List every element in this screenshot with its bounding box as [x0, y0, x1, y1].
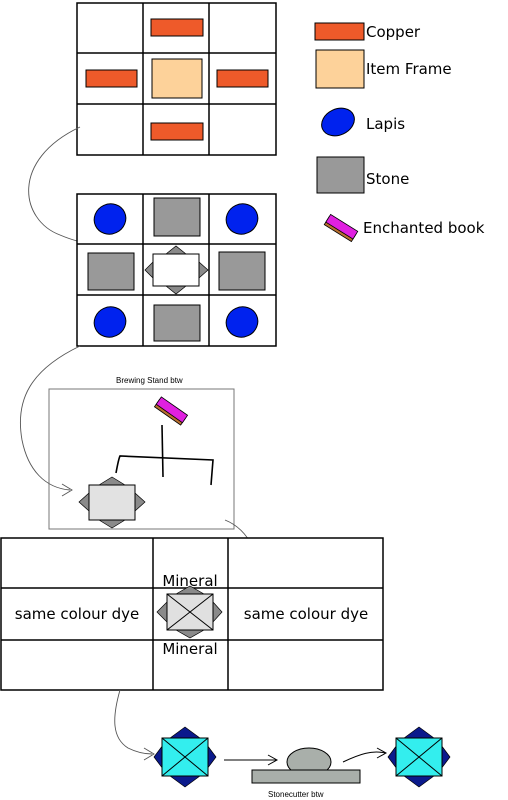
cyan-frame-item-input: [153, 726, 217, 788]
cyan-frame-item-output: [387, 726, 451, 788]
stone-swatch: [316, 156, 365, 194]
legend-stone-label: Stone: [366, 170, 409, 188]
stone-block: [87, 252, 135, 291]
lapis-gem: [225, 306, 259, 338]
enchanted-book: [153, 396, 189, 426]
item-frame: [151, 58, 203, 99]
lapis-gem: [93, 306, 127, 338]
grid-intermediate-recipe: [76, 193, 277, 347]
legend-lapis-label: Lapis: [366, 115, 405, 133]
legend-copper-label: Copper: [366, 23, 421, 41]
frame-item: [144, 245, 209, 295]
grid-dye-recipe: Mineral Mineral same colour dye same col…: [0, 537, 384, 691]
curve-arrow-2: [19, 345, 81, 491]
copper-ingot: [216, 69, 269, 88]
arrow-to-output: [342, 751, 386, 763]
enchanted-book-swatch: [323, 213, 359, 243]
stonecutter-row: Stonecutter btw: [153, 726, 451, 799]
legend-item-frame-label: Item Frame: [366, 60, 452, 78]
stonecutter-block: [251, 747, 361, 784]
stone-block: [218, 251, 266, 291]
grid-item-frame-recipe: [76, 2, 277, 156]
mineral-bottom-label: Mineral: [162, 640, 217, 658]
lapis-gem: [93, 203, 127, 235]
copper-ingot: [150, 18, 204, 37]
curve-arrow-4: [114, 689, 153, 755]
dye-right-label: same colour dye: [244, 605, 368, 623]
item-frame-swatch: [315, 49, 365, 89]
legend-enchanted-book-label: Enchanted book: [363, 219, 485, 237]
copper-ingot: [150, 122, 204, 141]
resulting-frame-item: [78, 476, 146, 529]
stone-block: [153, 197, 201, 237]
stone-block: [153, 304, 201, 342]
blank-frame-item: [156, 585, 223, 639]
stonecutter-caption: Stonecutter btw: [268, 790, 324, 799]
copper-ingot: [85, 69, 138, 88]
lapis-swatch: [321, 107, 355, 137]
brewing-caption: Brewing Stand btw: [116, 376, 183, 385]
brewing-stand-panel: Brewing Stand btw: [48, 376, 235, 530]
legend: Copper Item Frame Lapis Stone Enchanted …: [314, 22, 485, 243]
lapis-gem: [225, 203, 259, 235]
mineral-top-label: Mineral: [162, 572, 217, 590]
dye-left-label: same colour dye: [15, 605, 139, 623]
copper-swatch: [314, 22, 365, 41]
